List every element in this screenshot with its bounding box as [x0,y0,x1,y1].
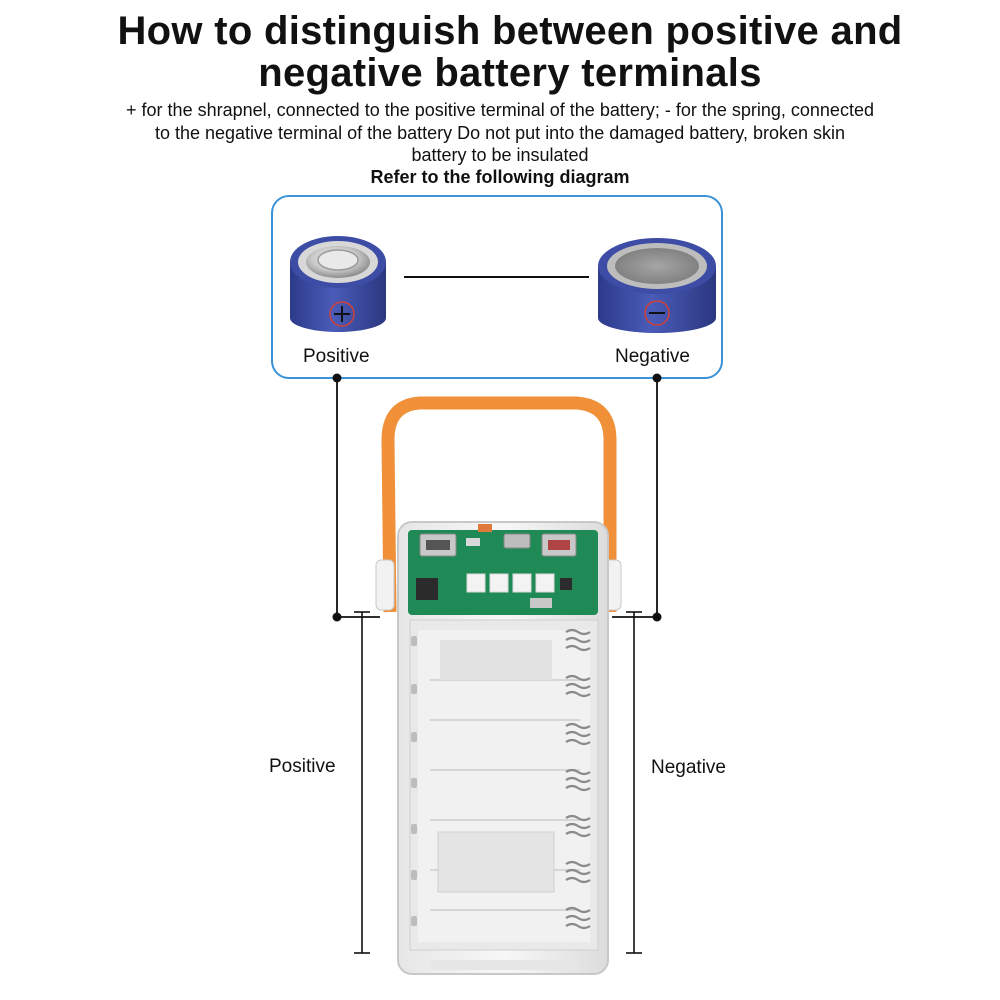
negative-battery-icon [598,238,716,333]
device-negative-label: Negative [651,757,726,778]
spring-contacts [565,628,591,930]
positive-leader-line [332,373,380,622]
description-line-1: + for the shrapnel, connected to the pos… [126,100,874,120]
negative-bracket [626,611,642,954]
handle [381,396,617,613]
positive-bracket [354,611,370,954]
title-line-2: negative battery terminals [258,51,762,95]
panel-negative-label: Negative [615,346,690,367]
refer-caption: Refer to the following diagram [370,167,630,187]
page-title: How to distinguish between positive and … [40,10,980,94]
title-line-1: How to distinguish between positive and [117,9,903,53]
description-line-3: battery to be insulated [411,145,589,165]
shrapnel-contacts [411,636,417,926]
description-line-2: to the negative terminal of the battery … [154,122,846,143]
panel-positive-label: Positive [303,346,370,367]
description: + for the shrapnel, connected to the pos… [60,99,940,167]
power-bank-illustration [375,396,622,975]
positive-battery-icon [290,236,386,332]
device-positive-label: Positive [269,756,336,777]
